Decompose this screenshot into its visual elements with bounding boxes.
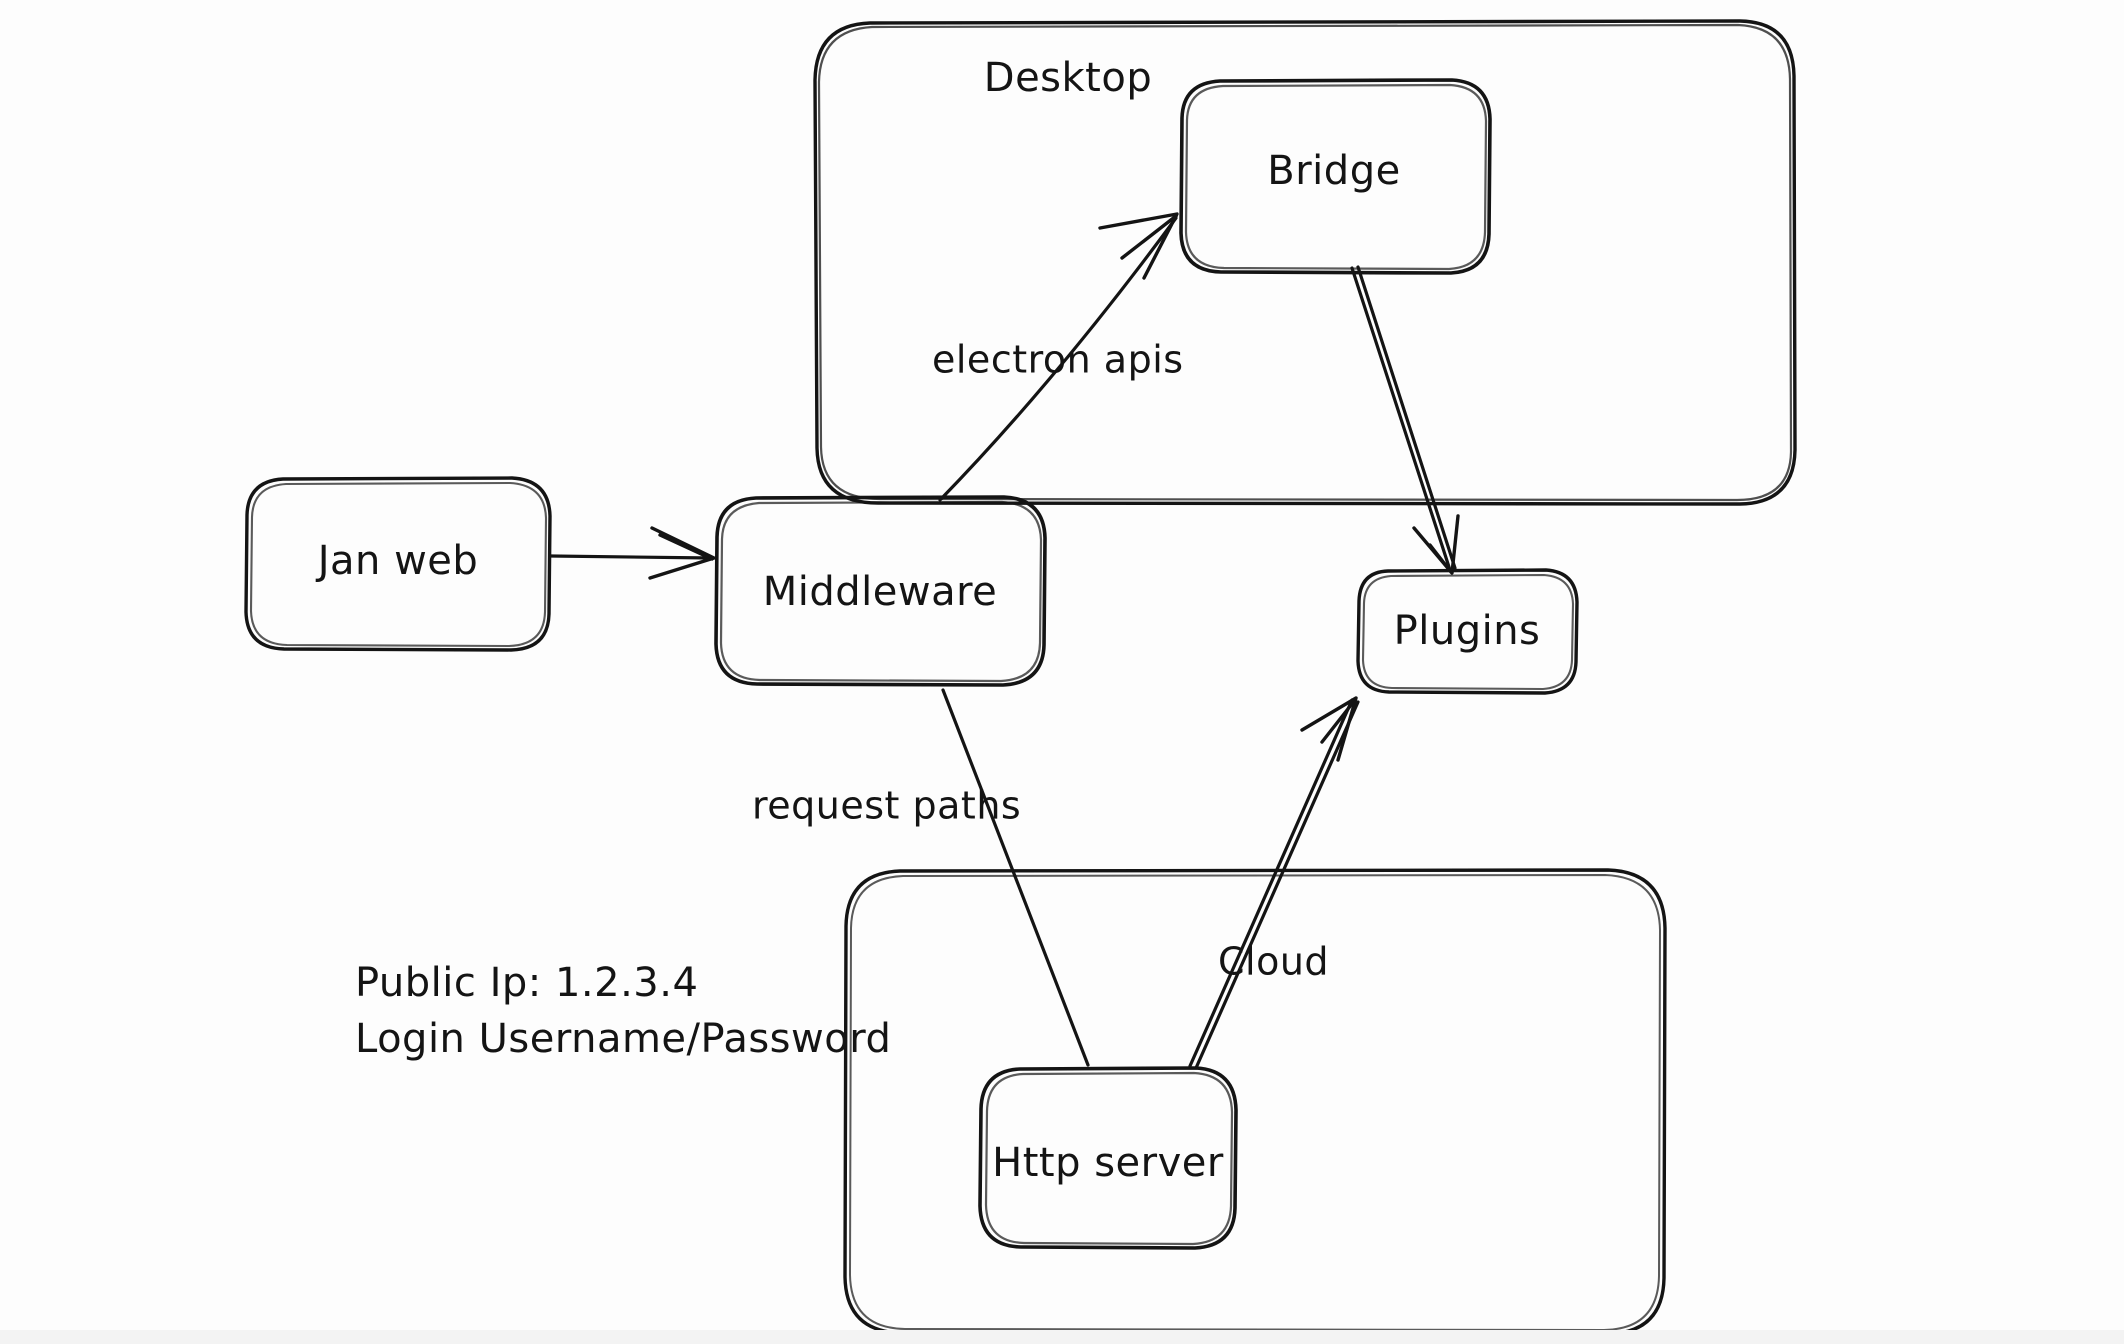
container-desktop: Desktop (813, 19, 1797, 506)
node-jan-web[interactable]: Jan web (244, 476, 552, 652)
edge-jan-web-to-middleware (549, 526, 716, 580)
node-label-jan-web: Jan web (315, 538, 479, 584)
node-bridge[interactable]: Bridge (1179, 78, 1492, 275)
edge-http-server-to-middleware (941, 688, 1090, 1067)
edge-http-server-to-plugins: Cloud (1188, 696, 1360, 1070)
node-plugins[interactable]: Plugins (1356, 568, 1579, 695)
edge-middleware-to-bridge: electron apis (932, 212, 1184, 502)
node-http-server[interactable]: Http server (978, 1066, 1238, 1250)
node-label-bridge: Bridge (1267, 148, 1400, 194)
node-label-middleware: Middleware (763, 569, 998, 615)
bottom-strip (0, 1330, 2124, 1344)
edge-label-request-paths: request paths (752, 784, 1021, 828)
node-middleware[interactable]: Middleware (714, 495, 1047, 687)
node-label-http-server: Http server (992, 1140, 1224, 1186)
edge-bridge-to-plugins (1350, 265, 1460, 575)
node-label-plugins: Plugins (1394, 608, 1541, 654)
container-label-desktop: Desktop (984, 55, 1152, 101)
note-public-ip: Public Ip: 1.2.3.4 (355, 960, 698, 1006)
notes-block: Public Ip: 1.2.3.4 Login Username/Passwo… (355, 960, 891, 1062)
edge-label-electron-apis: electron apis (932, 338, 1184, 382)
note-login: Login Username/Password (355, 1016, 891, 1062)
edge-label-cloud: Cloud (1218, 940, 1329, 984)
